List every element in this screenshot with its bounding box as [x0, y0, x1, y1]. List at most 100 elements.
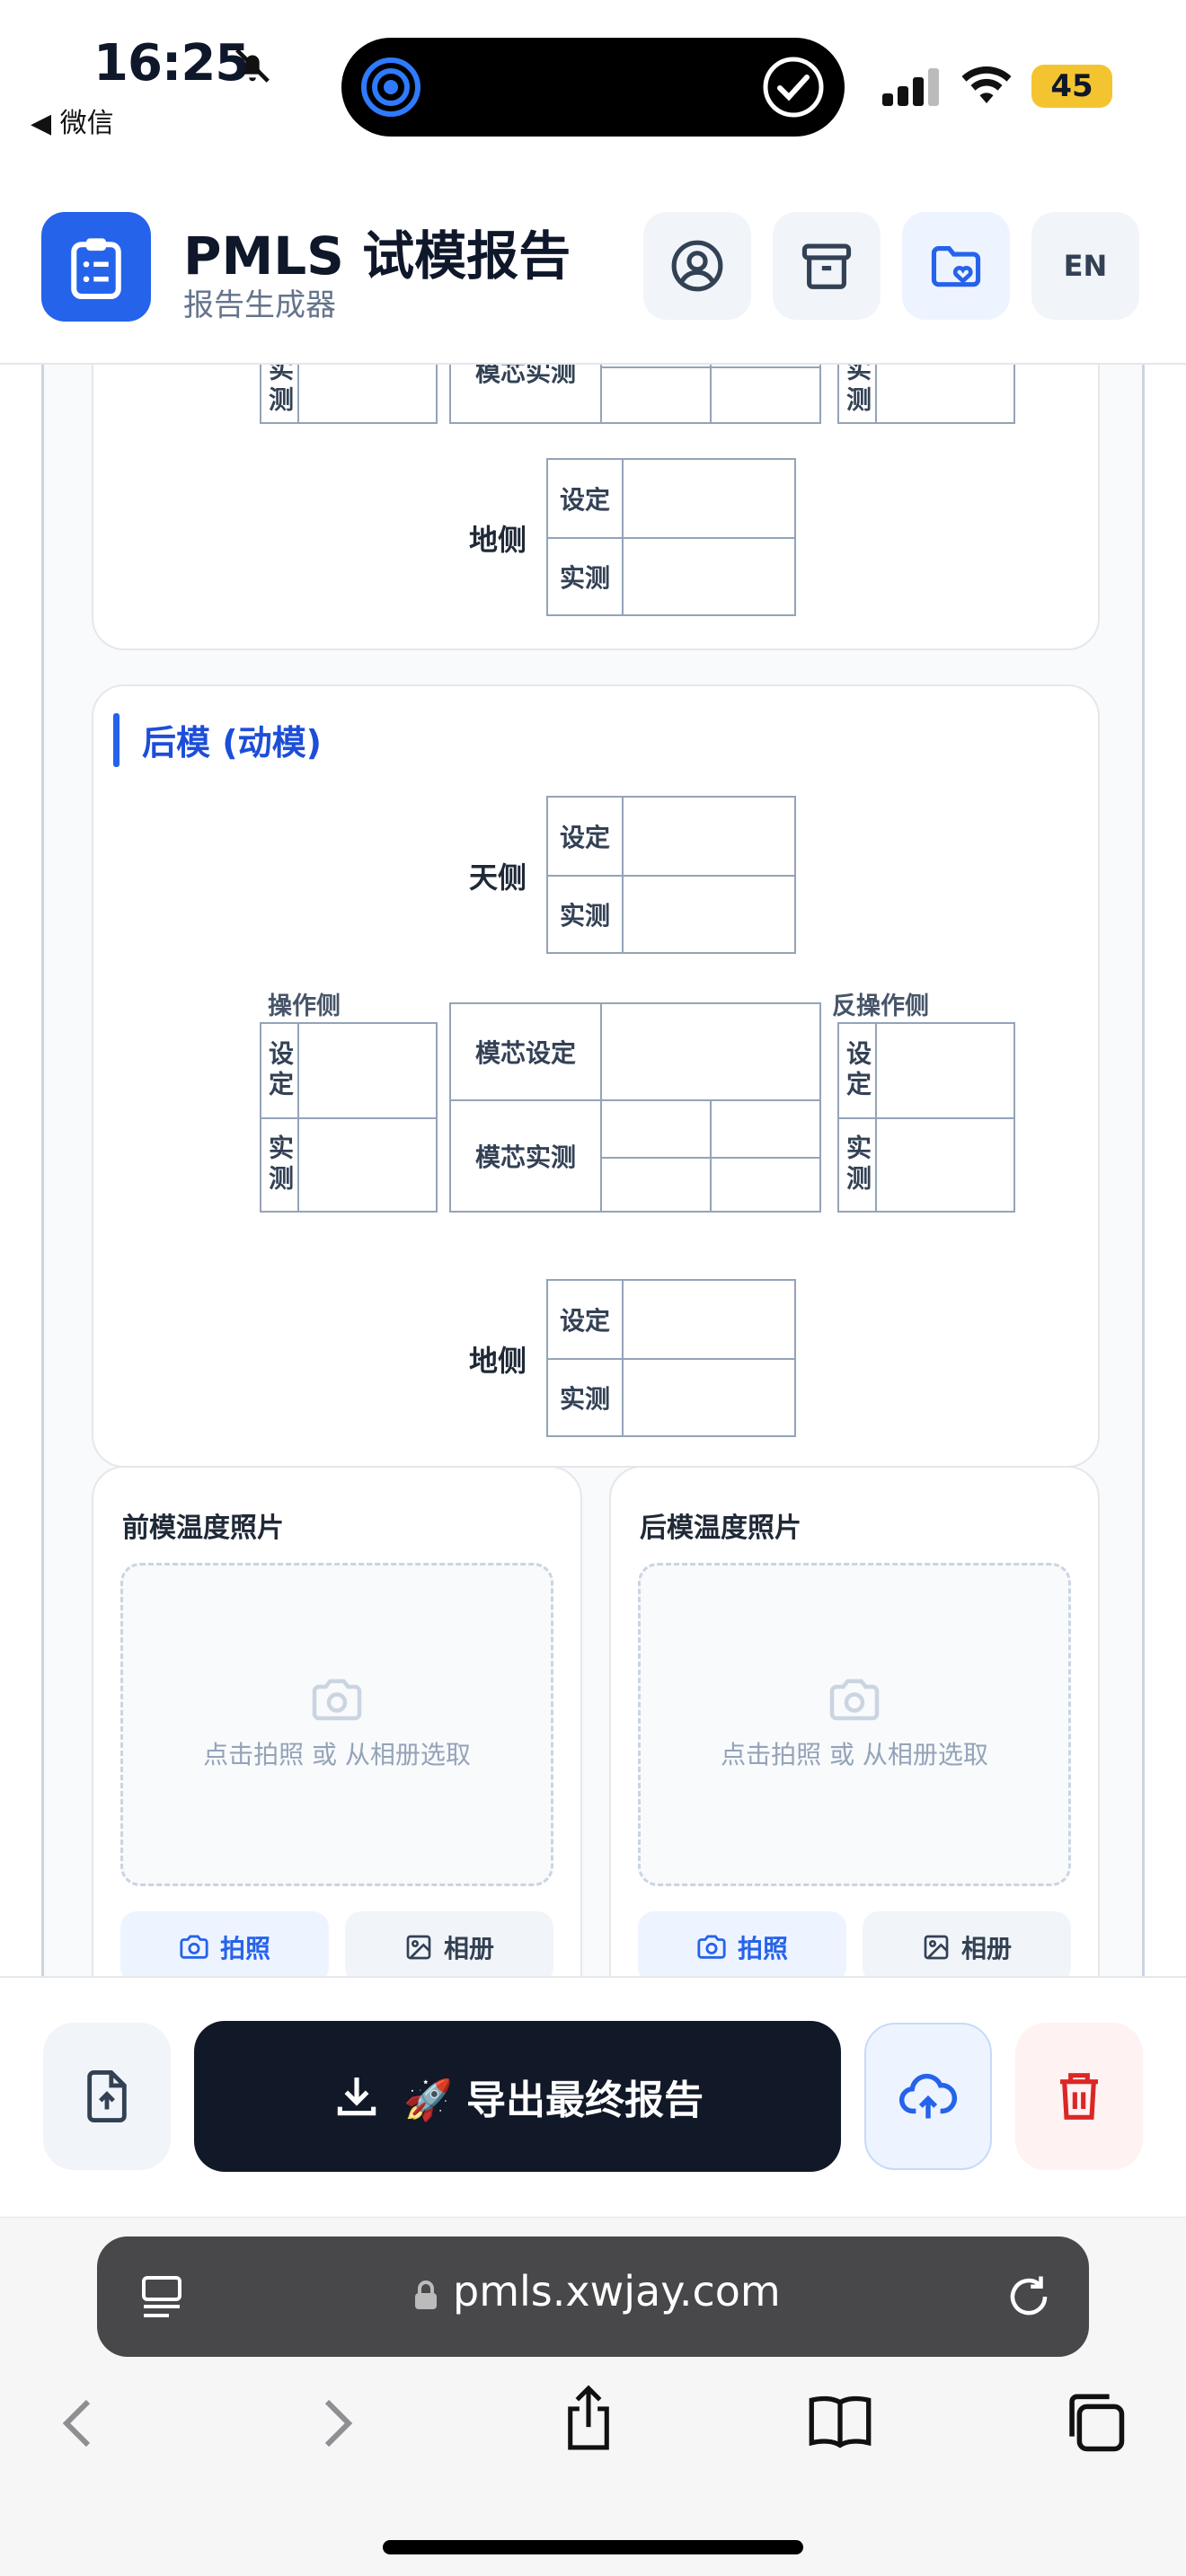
core-set-label: 模芯设定 [474, 1038, 576, 1068]
rear-mold-title: 后模 (动模) [142, 723, 322, 763]
nonop-set-input[interactable] [875, 1022, 1015, 1119]
bottom-actual-input[interactable] [622, 537, 796, 616]
bottom-set-label: 设定 [559, 1306, 610, 1336]
dropzone-hint: 点击拍照 或 从相册选取 [203, 1740, 471, 1769]
status-time: 16:25 [93, 34, 250, 93]
share-icon[interactable] [561, 2384, 616, 2452]
photo-dropzone[interactable]: 点击拍照 或 从相册选取 [638, 1563, 1071, 1886]
front-temp-photo-card: 前模温度照片 点击拍照 或 从相册选取 拍照 相册 [92, 1466, 582, 1976]
top-actual-label: 实测 [559, 901, 610, 931]
cloud-upload-button[interactable] [864, 2023, 992, 2170]
op-actual-label: 实测 [265, 1134, 295, 1195]
delete-button[interactable] [1015, 2023, 1143, 2170]
top-side-label: 天侧 [469, 860, 527, 895]
tabs-icon[interactable] [1062, 2389, 1127, 2454]
dropzone-hint: 点击拍照 或 从相册选取 [721, 1740, 988, 1769]
photo-title: 前模温度照片 [122, 1513, 284, 1544]
photo-title: 后模温度照片 [640, 1513, 801, 1544]
dynamic-island [341, 38, 845, 137]
bottom-set-label: 设定 [559, 485, 610, 515]
app-logo [41, 212, 151, 322]
core-actual-input-3[interactable] [600, 1157, 712, 1213]
clipboard-icon [71, 238, 121, 299]
reader-mode-icon[interactable] [140, 2274, 183, 2321]
bookmarks-icon[interactable] [807, 2393, 873, 2450]
op-actual-label: 实测 [265, 365, 295, 417]
favorites-folder-button[interactable] [902, 212, 1010, 320]
bottom-set-input[interactable] [622, 1279, 796, 1360]
core-actual-input-1[interactable] [600, 1099, 712, 1159]
core-actual-input-3[interactable] [600, 366, 712, 424]
archive-icon [801, 243, 852, 289]
folder-heart-icon [931, 246, 981, 287]
import-file-button[interactable] [43, 2023, 171, 2170]
rear-temp-photo-card: 后模温度照片 点击拍照 或 从相册选取 拍照 相册 [609, 1466, 1100, 1976]
report-content[interactable]: 实测 模芯实测 实测 地侧 设定 实测 后模 (动模) 天侧 设定 实测 操 [41, 365, 1145, 1976]
take-photo-button[interactable]: 拍照 [120, 1911, 329, 1976]
battery-indicator: 45 [1031, 65, 1112, 108]
bottom-side-label: 地侧 [469, 523, 527, 557]
op-set-label: 设定 [265, 1040, 295, 1101]
op-actual-input[interactable] [297, 1117, 438, 1213]
lock-icon [415, 2280, 437, 2309]
download-icon [337, 2078, 376, 2116]
export-report-button[interactable]: 🚀 导出最终报告 [194, 2021, 841, 2172]
image-icon [924, 1935, 949, 1960]
muted-bell-icon [235, 49, 270, 83]
camera-icon [697, 1935, 726, 1959]
core-actual-input-4[interactable] [710, 1157, 821, 1213]
image-icon [406, 1935, 431, 1960]
choose-album-button[interactable]: 相册 [345, 1911, 553, 1976]
bottom-actual-label: 实测 [559, 563, 610, 593]
reload-icon[interactable] [1005, 2272, 1053, 2321]
take-photo-button[interactable]: 拍照 [638, 1911, 846, 1976]
bottom-set-input[interactable] [622, 458, 796, 539]
camera-icon [180, 1935, 208, 1959]
wifi-icon [961, 66, 1012, 103]
url-text: pmls.xwjay.com [453, 2267, 781, 2316]
nonop-actual-label: 实测 [843, 1134, 872, 1195]
choose-album-button[interactable]: 相册 [863, 1911, 1071, 1976]
back-to-app-link[interactable]: ◀ 微信 [31, 108, 114, 139]
non-operator-side-label: 反操作侧 [832, 992, 929, 1020]
camera-icon [829, 1679, 880, 1721]
home-indicator [383, 2540, 803, 2554]
top-set-label: 设定 [559, 823, 610, 852]
back-arrow-icon[interactable] [61, 2396, 93, 2450]
app-subtitle: 报告生成器 [183, 287, 336, 323]
core-actual-label: 模芯实测 [474, 365, 576, 387]
core-actual-input-4[interactable] [710, 366, 821, 424]
user-circle-icon [671, 240, 723, 292]
forward-arrow-icon[interactable] [322, 2396, 354, 2450]
op-actual-input[interactable] [297, 365, 438, 424]
app-title: PMLS 试模报告 [183, 225, 571, 287]
language-toggle-button[interactable]: EN [1031, 212, 1139, 320]
checkmark-icon [763, 57, 824, 118]
trash-icon [1060, 2073, 1098, 2120]
rear-mold-card: 后模 (动模) 天侧 设定 实测 操作侧 设定 实测 模芯设定 模芯实测 反操作… [92, 684, 1100, 1468]
cloud-upload-icon [898, 2073, 958, 2119]
nonop-actual-input[interactable] [875, 1117, 1015, 1213]
header-divider [0, 363, 1186, 365]
nonop-actual-label: 实测 [843, 365, 872, 417]
bottom-side-label: 地侧 [469, 1344, 527, 1378]
bottom-action-bar: 🚀 导出最终报告 [0, 1976, 1186, 2217]
profile-button[interactable] [643, 212, 751, 320]
operator-side-label: 操作侧 [268, 992, 341, 1020]
bottom-actual-label: 实测 [559, 1384, 610, 1414]
nonop-actual-input[interactable] [875, 365, 1015, 424]
core-set-input[interactable] [600, 1002, 821, 1101]
file-upload-icon [87, 2070, 127, 2122]
op-set-input[interactable] [297, 1022, 438, 1119]
bottom-actual-input[interactable] [622, 1358, 796, 1437]
address-bar[interactable]: pmls.xwjay.com [97, 2236, 1089, 2357]
nonop-set-label: 设定 [843, 1040, 872, 1101]
top-actual-input[interactable] [622, 875, 796, 954]
core-actual-input-2[interactable] [710, 1099, 821, 1159]
camera-icon [312, 1679, 362, 1721]
cellular-signal-icon [882, 68, 939, 106]
top-set-input[interactable] [622, 796, 796, 877]
photo-dropzone[interactable]: 点击拍照 或 从相册选取 [120, 1563, 553, 1886]
export-label: 🚀 导出最终报告 [403, 2078, 704, 2123]
archive-button[interactable] [773, 212, 881, 320]
